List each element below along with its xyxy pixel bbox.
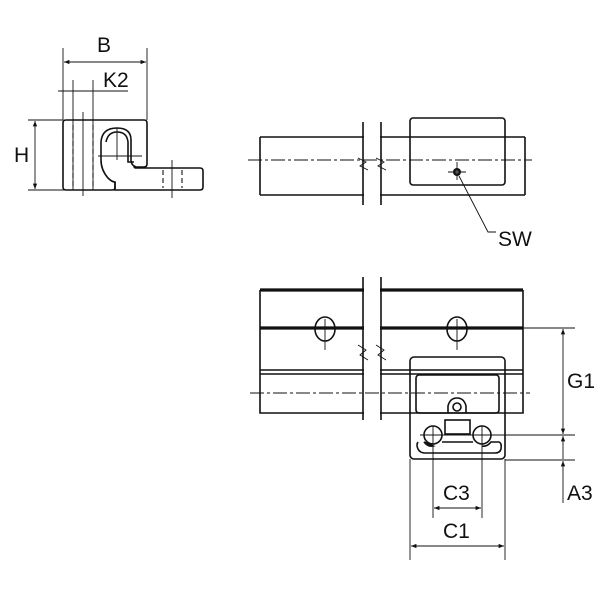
label-k2: K2 [103,69,129,92]
end-view: B K2 H [14,34,204,198]
label-c1: C1 [443,520,470,543]
carriage-block [409,356,506,460]
side-view: SW [248,117,532,251]
label-a3: A3 [567,482,593,505]
label-c3: C3 [443,482,470,505]
label-g1: G1 [567,370,595,393]
label-sw: SW [498,228,532,251]
label-b: B [97,34,111,57]
carriage-profile [62,119,148,191]
carriage-block [409,117,506,186]
label-h: H [14,144,29,167]
top-view: C3 C1 G1 A3 [250,277,595,560]
